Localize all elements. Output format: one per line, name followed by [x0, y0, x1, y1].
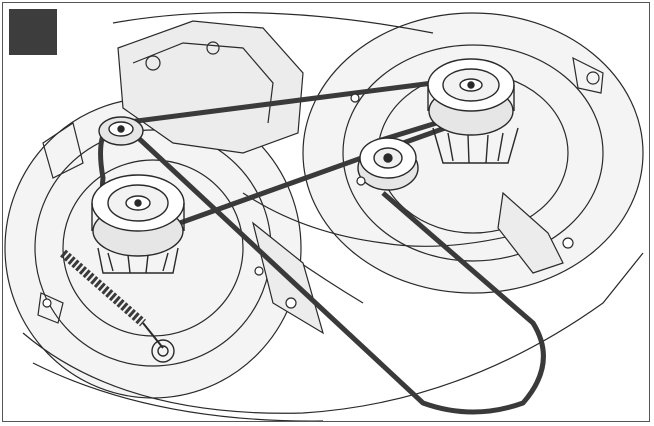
- right-spindle-pulley: [427, 58, 519, 164]
- corner-label-block: [9, 9, 57, 55]
- mounting-bolts: [42, 93, 574, 309]
- left-idler-pulley: [98, 116, 144, 146]
- diagram-frame: [2, 2, 650, 422]
- right-idler-pulley: [357, 137, 419, 191]
- left-spindle-pulley: [91, 174, 185, 274]
- idler-spring: [60, 249, 175, 363]
- mower-deck-belt-diagram: [4, 12, 644, 421]
